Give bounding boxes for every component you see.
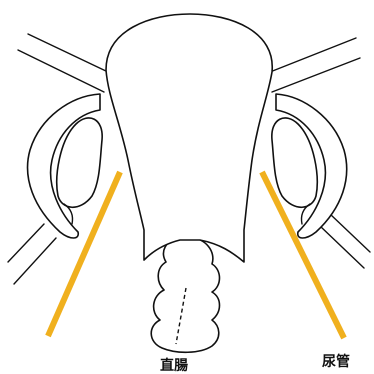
- uterus: [106, 14, 272, 262]
- ureter-label: 尿管: [322, 353, 350, 370]
- left-tube-band: [18, 34, 108, 92]
- rectum-label: 直腸: [160, 357, 188, 374]
- left-vessels: [8, 224, 56, 284]
- right-vessels: [320, 214, 370, 268]
- right-tube-band: [270, 38, 360, 92]
- rectum: [151, 238, 219, 352]
